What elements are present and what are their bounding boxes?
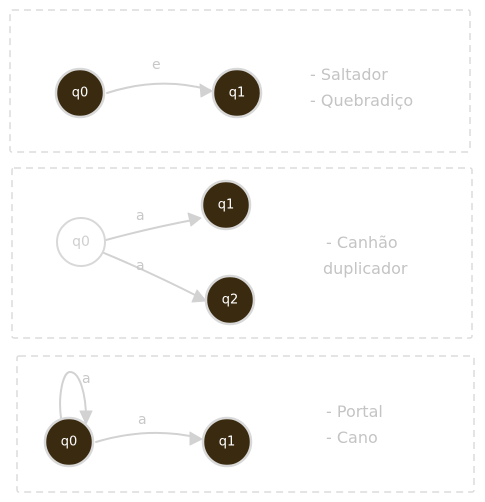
panel-3-arrowhead-q0-q0	[79, 410, 93, 425]
panel-2-frame	[11, 167, 473, 339]
panel-2-edge-label-q0-q2: a	[136, 258, 145, 274]
panel-1-note-2: - Quebradiço	[310, 91, 413, 110]
panel-3: a a q0 q1 - Portal - Cano	[16, 355, 475, 493]
panel-2-edge-label-q0-q1: a	[136, 208, 145, 224]
state-label: q1	[218, 198, 235, 213]
panel-1-edge-q0-q1	[106, 82, 211, 94]
panel-3-state-q0: q0	[43, 416, 95, 468]
panel-1: e q0 q1 - Saltador - Quebradiço	[9, 9, 471, 153]
state-circle	[211, 67, 263, 119]
panel-3-edge-label-q0-q1: a	[138, 412, 147, 428]
panel-3-note-1: - Portal	[326, 402, 383, 421]
panel-1-note-1: - Saltador	[310, 65, 388, 84]
state-label: q1	[229, 86, 246, 101]
panel-2: a a q0 q1 q2 - Canhão duplicador	[11, 167, 473, 339]
panel-1-state-q0: q0	[54, 67, 106, 119]
panel-3-arrowhead-q0-q1	[189, 431, 203, 446]
state-circle	[204, 274, 256, 326]
panel-2-arrowhead-q0-q1	[187, 212, 202, 227]
panel-3-edge-label-q0-q0: a	[82, 371, 91, 387]
state-circle	[200, 179, 252, 231]
state-label: q0	[72, 86, 89, 101]
panel-1-state-q1: q1	[211, 67, 263, 119]
panel-2-note-1: - Canhão	[326, 233, 398, 252]
panel-2-edge-q0-q1	[105, 218, 199, 241]
panel-1-frame	[9, 9, 471, 153]
panel-2-state-q0: q0	[56, 217, 106, 267]
panel-2-arrowhead-q0-q2	[191, 289, 207, 303]
panel-2-edge-q0-q2	[103, 252, 204, 300]
state-label: q0	[61, 435, 78, 450]
panel-3-state-q1: q1	[201, 416, 253, 468]
state-circle	[54, 67, 106, 119]
panel-1-arrowhead-q0-q1	[199, 83, 213, 98]
state-circle	[201, 416, 253, 468]
state-label: q0	[72, 234, 90, 250]
panel-1-edge-label-q0-q1: e	[152, 57, 161, 73]
panel-2-note-2: duplicador	[323, 259, 408, 278]
panel-3-edge-q0-q1	[95, 431, 200, 443]
state-label: q2	[222, 293, 239, 308]
panel-3-note-2: - Cano	[326, 428, 378, 447]
state-circle	[56, 217, 106, 267]
panel-3-edge-q0-q0	[59, 371, 87, 419]
state-label: q1	[219, 435, 236, 450]
panel-2-state-q2: q2	[204, 274, 256, 326]
panel-3-frame	[16, 355, 475, 493]
panel-2-state-q1: q1	[200, 179, 252, 231]
state-circle	[43, 416, 95, 468]
